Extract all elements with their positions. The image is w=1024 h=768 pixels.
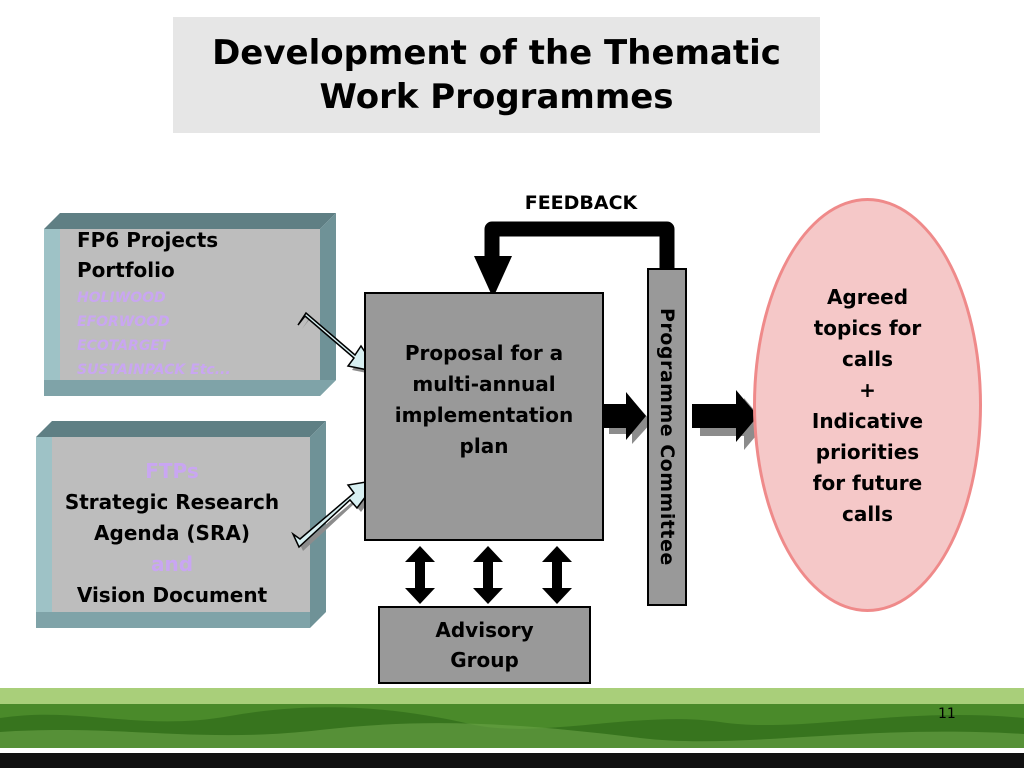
outcome-text: Agreed topics for calls + Indicative pri… — [753, 282, 982, 530]
feedback-arrow — [474, 221, 675, 298]
title-line-2: Work Programmes — [319, 77, 674, 117]
exchange-arrow-3 — [542, 546, 572, 604]
fp6-panel-frame — [44, 213, 336, 396]
title-box: Development of the Thematic Work Program… — [173, 17, 820, 133]
outcome-line-5: Indicative — [811, 409, 924, 433]
proposal-line-3: implementation — [394, 402, 574, 427]
title-line-1: Development of the Thematic — [212, 33, 781, 73]
footer-band — [0, 688, 1024, 768]
committee-to-outcome-arrow — [692, 390, 766, 450]
proposal-line-2: multi-annual — [412, 371, 556, 396]
proposal-line-1: Proposal for a — [404, 340, 564, 365]
feedback-label: FEEDBACK — [524, 192, 638, 214]
list-item: EFORWOOD — [77, 314, 170, 330]
ftp-line-3: Agenda (SRA) — [94, 521, 250, 545]
fp6-title-line-2: Portfolio — [77, 258, 175, 282]
proposal-to-committee-arrow — [601, 392, 652, 444]
outcome-line-2: topics for — [813, 316, 922, 340]
advisory-group-box: Advisory Group — [378, 606, 591, 684]
exchange-arrow-2 — [473, 546, 503, 604]
proposal-box: Proposal for a multi-annual implementati… — [364, 292, 604, 541]
advisory-line-1: Advisory — [435, 618, 534, 642]
outcome-line-1: Agreed — [826, 285, 909, 309]
exchange-arrow-1 — [405, 546, 435, 604]
page-number: 11 — [938, 706, 956, 722]
list-item: SUSTAINPACK Etc... — [77, 362, 231, 378]
outcome-ellipse — [753, 198, 982, 612]
proposal-text: Proposal for a multi-annual implementati… — [395, 338, 574, 462]
programme-committee-box: Programme Committee — [647, 268, 687, 606]
fp6-panel-title: FP6 Projects Portfolio — [77, 225, 218, 285]
list-item: ECOTARGET — [77, 338, 170, 354]
ftp-line-5: Vision Document — [76, 583, 268, 607]
ftp-line-2: Strategic Research — [64, 490, 280, 514]
advisory-line-2: Group — [450, 648, 519, 672]
fp6-title-line-1: FP6 Projects — [77, 228, 219, 252]
ftp-panel-frame — [36, 421, 326, 628]
outcome-line-3: calls — [842, 347, 893, 371]
ftp-panel-text: FTPs Strategic Research Agenda (SRA) and… — [44, 456, 300, 611]
outcome-line-6: priorities — [815, 440, 920, 464]
outcome-line-7: for future — [812, 471, 923, 495]
ftp-line-1: FTPs — [145, 459, 199, 483]
outcome-line-8: calls — [842, 502, 893, 526]
committee-label: Programme Committee — [656, 308, 678, 566]
list-item: HOLIWOOD — [77, 290, 166, 306]
proposal-line-4: plan — [459, 433, 509, 458]
ftp-line-4: and — [150, 552, 194, 576]
outcome-line-4: + — [859, 378, 876, 402]
fp6-project-list: HOLIWOOD EFORWOOD ECOTARGET SUSTAINPACK … — [77, 286, 231, 382]
